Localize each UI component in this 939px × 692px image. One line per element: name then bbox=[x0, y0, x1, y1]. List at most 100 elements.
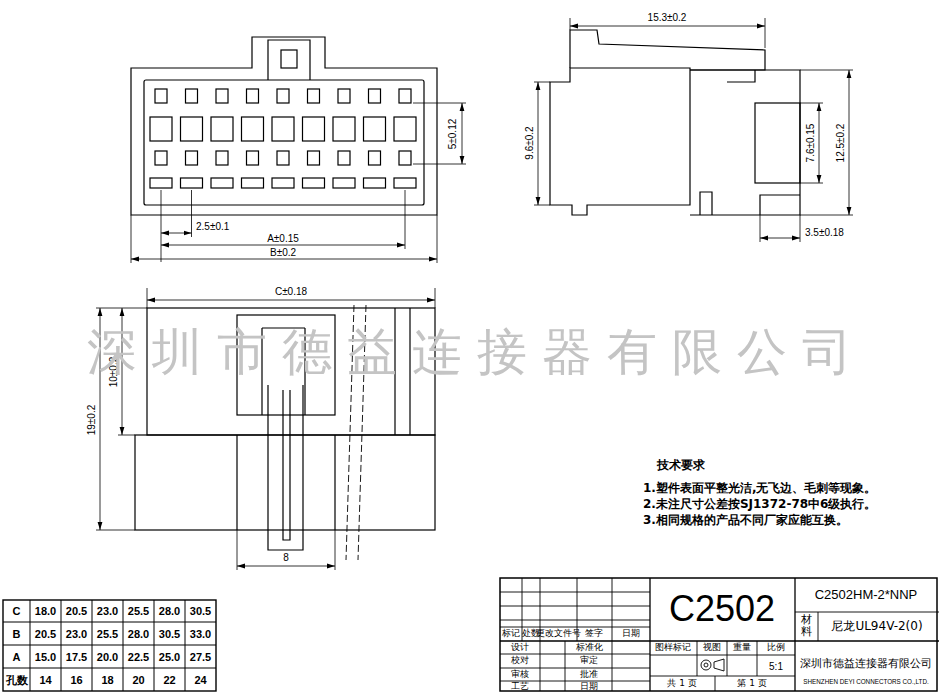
title-block-grid bbox=[500, 578, 939, 691]
pin-cavity bbox=[242, 117, 264, 141]
pin-cavity bbox=[333, 178, 355, 188]
dimension-label: C±0.18 bbox=[274, 286, 308, 297]
title-block-text: 材料 bbox=[801, 614, 812, 638]
title-block-text: 批准 bbox=[580, 670, 598, 680]
title-block-text: 工艺 bbox=[511, 682, 529, 692]
pin-cavity bbox=[364, 178, 386, 188]
dimension-label: 7.6±0.15 bbox=[805, 123, 816, 164]
table-cell: 22.5 bbox=[128, 650, 149, 662]
note-heading: 技术要求 bbox=[657, 459, 705, 472]
pin-cavity bbox=[247, 151, 259, 165]
part-number: C2502HM-2*NNP bbox=[815, 588, 918, 602]
pin-cavity bbox=[394, 178, 416, 188]
dimension-label: 3.5±0.18 bbox=[804, 227, 845, 238]
table-cell: C bbox=[13, 605, 21, 617]
pin-cavity bbox=[369, 151, 381, 165]
side-dimensions bbox=[534, 18, 853, 242]
pin-cavity bbox=[308, 151, 320, 165]
pin-cavity bbox=[186, 89, 198, 103]
dimension-label: B±0.2 bbox=[269, 247, 297, 258]
table-cell: 18.0 bbox=[35, 605, 56, 617]
pin-cavity bbox=[272, 117, 294, 141]
pin-cavity bbox=[186, 151, 198, 165]
table-cell: 23.0 bbox=[97, 605, 118, 617]
table-cell: 27.5 bbox=[190, 650, 211, 662]
side-view bbox=[550, 30, 800, 215]
title-block-text: 共 1 页 bbox=[667, 679, 696, 689]
table-cell: 25.5 bbox=[128, 605, 149, 617]
pin-cavity bbox=[211, 178, 233, 188]
pin-cavity bbox=[150, 178, 172, 188]
pin-cavity bbox=[399, 89, 411, 103]
table-cell: 28.0 bbox=[159, 605, 180, 617]
table-cell: 16 bbox=[70, 673, 82, 685]
table-cell: 23.0 bbox=[66, 627, 87, 639]
table-cell: 15.0 bbox=[35, 650, 56, 662]
company-name-english: SHENZHEN DEYI CONNECTORS CO.,LTD. bbox=[803, 679, 928, 686]
note-text: 1.塑件表面平整光洁,无飞边、毛刺等现象。 bbox=[643, 482, 876, 495]
pin-cavity bbox=[338, 151, 350, 165]
table-cell: 25.0 bbox=[159, 650, 180, 662]
table-cell: 20.0 bbox=[97, 650, 118, 662]
dimension-label: 5±0.12 bbox=[447, 118, 458, 151]
front-view bbox=[131, 37, 437, 215]
pin-cavity bbox=[333, 117, 355, 141]
dimension-label: 8 bbox=[282, 552, 290, 563]
table-cell: 22 bbox=[163, 673, 175, 685]
pin-cavity bbox=[308, 89, 320, 103]
drawing-number: C2502 bbox=[669, 589, 775, 629]
scale-text: 5:1 bbox=[769, 661, 783, 672]
table-cell: 24 bbox=[194, 673, 206, 685]
title-block-text: 日期 bbox=[622, 629, 640, 639]
dimension-label: 2.5±0.1 bbox=[195, 221, 230, 232]
pin-cavity bbox=[399, 151, 411, 165]
pin-cavity bbox=[277, 89, 289, 103]
projection-symbol bbox=[701, 659, 724, 671]
title-block-text: 设计 bbox=[511, 643, 529, 653]
table-cell: 25.5 bbox=[97, 627, 118, 639]
pin-cavity bbox=[303, 178, 325, 188]
table-cell: 30.5 bbox=[159, 627, 180, 639]
title-block-text: 校对 bbox=[511, 656, 529, 666]
pin-cavity bbox=[272, 178, 294, 188]
pin-cavity bbox=[369, 89, 381, 103]
pin-cavity bbox=[364, 117, 386, 141]
table-cell: 18 bbox=[101, 673, 113, 685]
table-cell: 20.5 bbox=[35, 627, 56, 639]
title-block-text: 图样标记 bbox=[655, 643, 691, 653]
table-cell: B bbox=[13, 627, 21, 639]
table-cell: 17.5 bbox=[66, 650, 87, 662]
table-cell: 孔数 bbox=[6, 673, 28, 685]
pin-cavity bbox=[216, 151, 228, 165]
front-dimensions bbox=[131, 103, 466, 263]
pin-cavity bbox=[155, 89, 167, 103]
title-block-text: 审定 bbox=[580, 656, 598, 666]
pin-cavity bbox=[181, 178, 203, 188]
pin-cavity bbox=[303, 117, 325, 141]
title-block-text: 日期 bbox=[580, 682, 598, 692]
table-cell: A bbox=[13, 650, 21, 662]
table-cell: 30.5 bbox=[190, 605, 211, 617]
note-text: 3.相同规格的产品不同厂家应能互换。 bbox=[643, 514, 848, 527]
table-cell: 28.0 bbox=[128, 627, 149, 639]
dimension-label: 19±0.2 bbox=[86, 404, 97, 437]
table-cell: 14 bbox=[39, 673, 51, 685]
title-block-text: 标记 bbox=[502, 629, 520, 639]
title-block-text: 标准化 bbox=[576, 643, 603, 653]
dimension-label: 9.6±0.2 bbox=[524, 125, 535, 160]
note-text: 2.未注尺寸公差按SJ1372-78中6级执行。 bbox=[643, 498, 876, 511]
title-block-text: 审核 bbox=[511, 670, 529, 680]
pin-cavity bbox=[338, 89, 350, 103]
pin-cavity bbox=[394, 117, 416, 141]
size-table-grid bbox=[3, 600, 216, 691]
dimension-label: 12.5±0.2 bbox=[835, 123, 846, 164]
watermark: 深圳市德益连接器有限公司 bbox=[87, 325, 867, 380]
pin-cavity bbox=[216, 89, 228, 103]
dimension-label: A±0.15 bbox=[266, 233, 300, 244]
pin-cavity bbox=[211, 117, 233, 141]
title-block-text: 第 1 页 bbox=[737, 679, 766, 689]
table-cell: 33.0 bbox=[190, 627, 211, 639]
pin-cavity bbox=[181, 117, 203, 141]
pin-cavity bbox=[150, 117, 172, 141]
